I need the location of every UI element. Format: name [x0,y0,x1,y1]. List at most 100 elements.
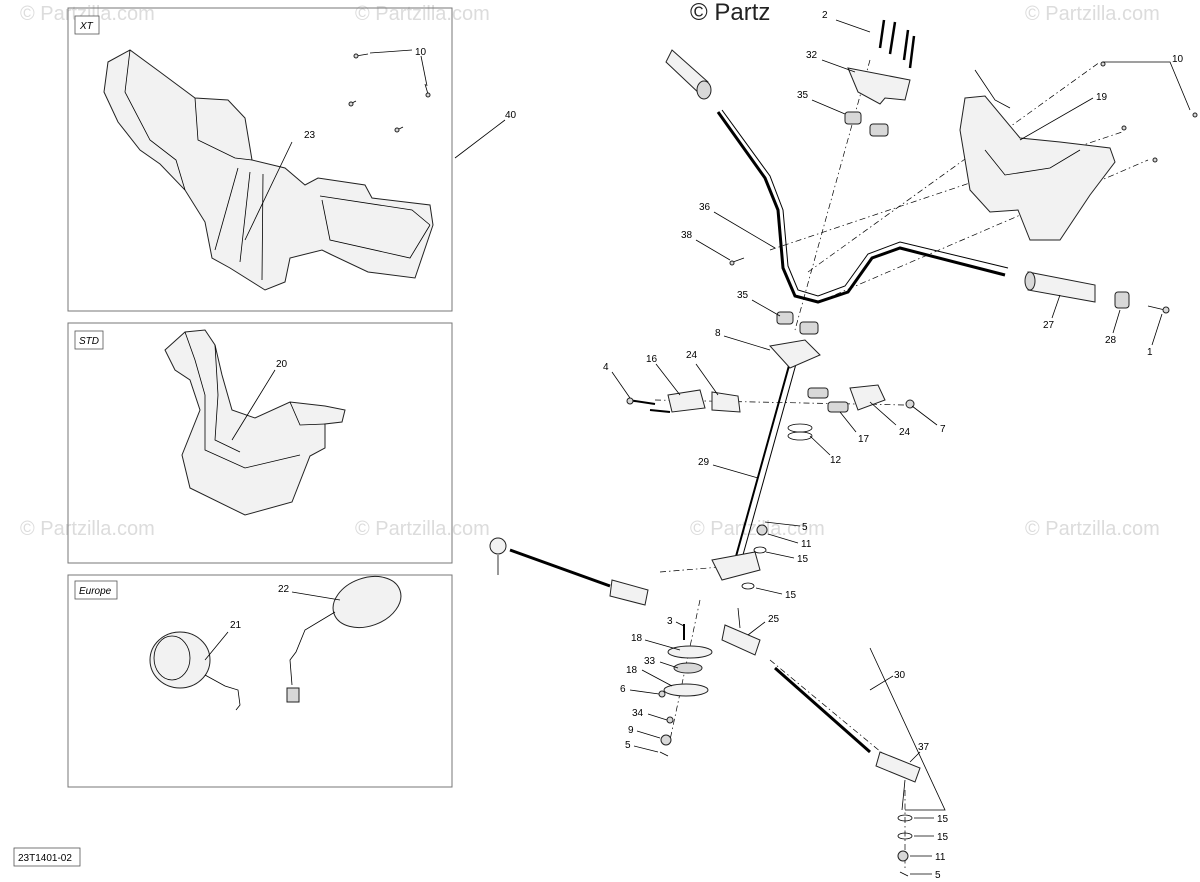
bolt-2d [908,35,916,69]
panel-std-frame [67,322,453,564]
handguard-xt-contour-4 [319,195,431,259]
panel-europe-tag: Europe [79,586,112,597]
watermark-top: © Partz [690,0,770,26]
callout-11-upper: 11 [801,539,812,550]
callout-25: 25 [768,614,780,625]
callout-12: 12 [830,455,842,466]
callout-38: 38 [681,230,693,241]
callout-30: 30 [894,670,906,681]
spacer-17a [807,387,829,399]
spacer-17b [827,401,849,413]
callout-18-upper: 18 [631,633,643,644]
leader-36 [713,211,776,249]
handguard-mount-contour [984,149,1081,176]
leader-16 [655,363,681,396]
pitman-arm [721,624,761,656]
leader-27 [1051,294,1061,319]
callout-6: 6 [620,684,626,695]
callout-1: 1 [1147,347,1153,358]
align-line-8 [769,659,906,773]
leader-6 [629,689,660,695]
callout-33: 33 [644,656,656,667]
leader-37 [909,751,921,763]
grip-right-end [1024,271,1036,291]
bolt-2a [878,19,886,49]
panel-std-tag-box [74,330,104,350]
steering-column-edge [740,363,797,563]
callout-24-left: 24 [686,350,698,361]
callout-21: 21 [230,620,242,631]
bearing-block-24-left [711,391,741,413]
leader-28 [1112,309,1121,334]
callout-2: 2 [822,10,828,21]
screw-38-head [729,260,735,266]
callouts-main: 2 32 35 36 38 10 19 35 27 28 1 8 4 16 24… [603,10,1191,881]
callout-15-c: 15 [937,814,949,825]
handguard-mount-tab [974,69,1011,109]
screw-mount-4 [1192,112,1198,118]
leader-11a [767,533,799,544]
callout-11-lower: 11 [935,852,946,863]
align-line-4 [794,59,871,331]
bolt-16b [649,409,671,413]
diagram-code-box [13,847,81,867]
leader-35b [751,299,781,317]
bar-end-screw-head [1162,306,1170,314]
watermark-left: © Partzilla.com [20,518,155,540]
panel-std: STD 20 [67,322,453,564]
panel-xt-tag-box [74,15,100,35]
callout-15-d: 15 [937,832,949,843]
leader-40 [454,119,506,159]
callout-34: 34 [632,708,644,719]
ring-12a [787,423,813,433]
nut-11-upper [756,524,768,536]
callout-28: 28 [1105,335,1117,346]
bolt-2b [888,21,897,55]
callout-9: 9 [628,725,634,736]
steering-assembly [489,19,1198,877]
leader-12 [809,435,831,456]
leader-38 [695,239,731,261]
grip-right [1024,271,1096,303]
pitman-arm-stud [737,607,741,629]
panel-xt: XT 10 23 [67,7,453,312]
mirror-left-glass [153,635,191,681]
grip-left-end [696,80,712,100]
tie-rod-left-end [609,579,649,606]
handlebar-inner [721,109,1009,297]
callout-3: 3 [667,616,673,627]
callout-10-right: 10 [1172,54,1184,65]
spacer-35-lower-a [776,311,794,325]
callout-35-upper: 35 [797,90,809,101]
leader-19 [1019,97,1094,141]
watermark-top-center: © Partzilla.com [355,3,490,25]
leader-30 [869,675,894,691]
leader-8 [723,335,771,351]
callout-8: 8 [715,328,721,339]
leader-10-right [1103,61,1191,111]
pin-5-lower [659,751,669,757]
callout-17: 17 [858,434,870,445]
bolts-2 [878,19,916,69]
mirror-left [149,631,211,689]
grip-left [665,49,712,100]
tie-rod-left-ball [489,537,507,555]
leader-18a [644,639,681,651]
screw-xt-3-head [348,101,354,107]
bar-clamp-upper [847,67,911,105]
spacer-35-upper-a [844,111,862,125]
bearing-block-24-right [849,384,886,411]
tie-rod-right-stud [901,779,906,811]
leader-32 [821,59,856,73]
leader-15b [755,587,783,595]
callout-15-a: 15 [797,554,809,565]
callout-29: 29 [698,457,710,468]
tie-rod-right-shaft [774,666,871,754]
washer-15-low-a [897,814,913,822]
callout-16: 16 [646,354,658,365]
callout-23: 23 [304,130,316,141]
nut-6 [658,690,666,698]
callout-5-upper: 5 [802,522,808,533]
bearing-33 [673,662,703,674]
leader-9 [636,730,661,739]
